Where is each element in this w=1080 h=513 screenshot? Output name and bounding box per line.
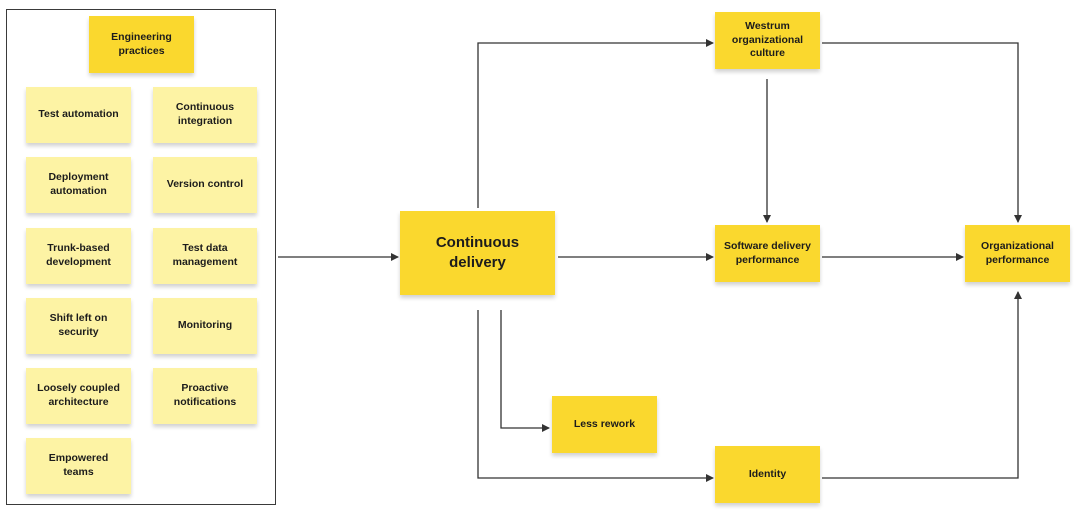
arrow-cd-to-identity (477, 310, 714, 482)
practice-shift-left-on-security[interactable]: Shift left on security (26, 298, 131, 354)
westrum-culture-note[interactable]: Westrum organizational culture (715, 12, 820, 69)
identity-note[interactable]: Identity (715, 446, 820, 503)
practice-deployment-automation[interactable]: Deployment automation (26, 157, 131, 213)
practice-test-data-management[interactable]: Test data management (153, 228, 257, 284)
practice-loosely-coupled-architecture[interactable]: Loosely coupled architecture (26, 368, 131, 424)
practice-version-control[interactable]: Version control (153, 157, 257, 213)
arrow-cd-to-less-rework (500, 310, 550, 432)
practice-continuous-integration[interactable]: Continuous integration (153, 87, 257, 143)
arrow-westrum-to-organizational (822, 42, 1022, 223)
less-rework-note[interactable]: Less rework (552, 396, 657, 453)
practice-proactive-notifications[interactable]: Proactive notifications (153, 368, 257, 424)
arrow-cd-to-westrum (477, 39, 714, 208)
engineering-practices-header[interactable]: Engineering practices (89, 16, 194, 73)
arrow-identity-to-organizational (822, 291, 1022, 479)
organizational-performance-note[interactable]: Organizational performance (965, 225, 1070, 282)
practice-trunk-based-development[interactable]: Trunk-based development (26, 228, 131, 284)
continuous-delivery-note[interactable]: Continuous delivery (400, 211, 555, 295)
practice-monitoring[interactable]: Monitoring (153, 298, 257, 354)
practice-test-automation[interactable]: Test automation (26, 87, 131, 143)
practice-empowered-teams[interactable]: Empowered teams (26, 438, 131, 494)
software-delivery-performance-note[interactable]: Software delivery performance (715, 225, 820, 282)
